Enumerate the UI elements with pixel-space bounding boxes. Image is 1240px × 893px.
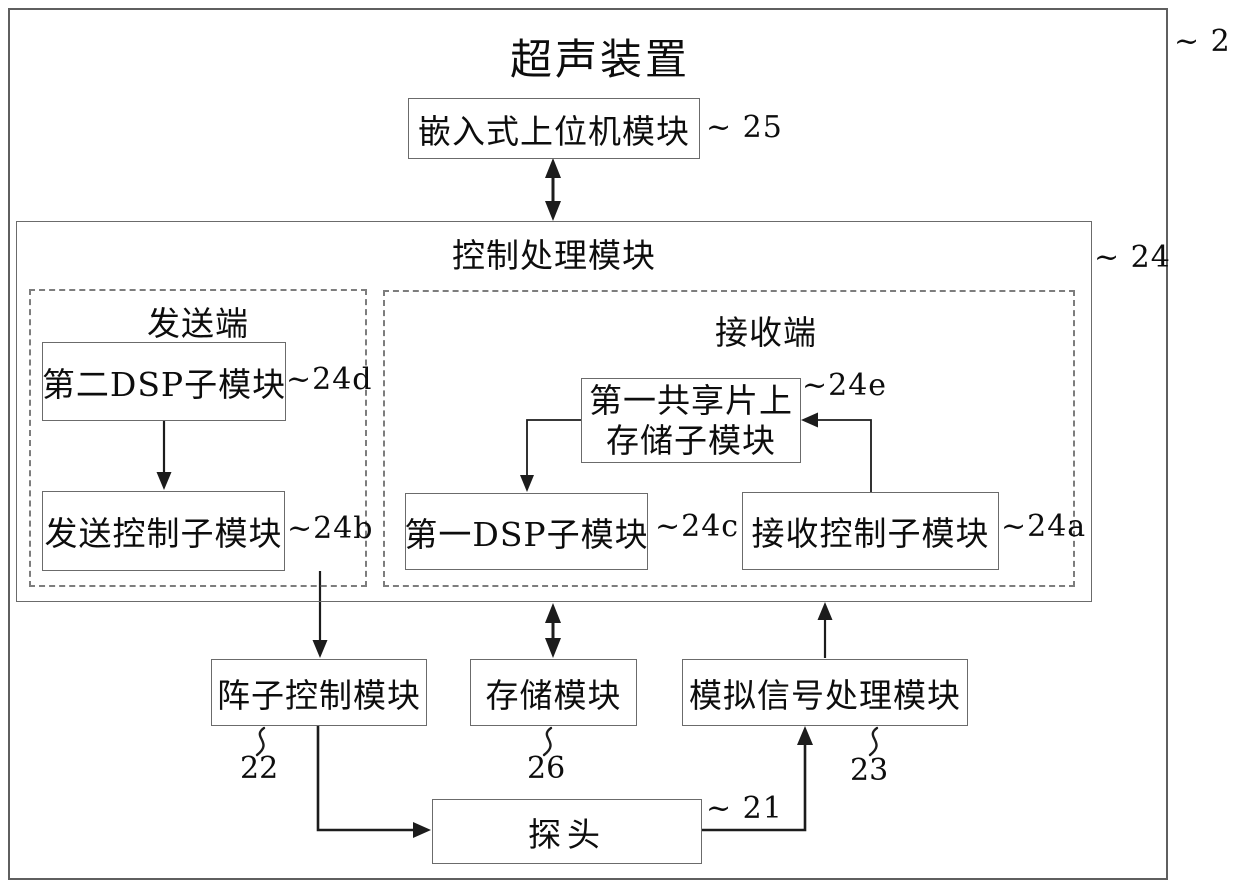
ref-23: 23: [850, 753, 889, 788]
ref-21: ~ 21: [706, 791, 783, 826]
ref-26: 26: [527, 751, 566, 786]
node-analog-signal-label: 模拟信号处理模块: [689, 675, 961, 715]
ref-24: ~ 24: [1094, 240, 1171, 275]
node-first-dsp-label: 第一DSP子模块: [404, 514, 649, 554]
node-receive-control-box: 接收控制子模块: [742, 492, 999, 570]
node-second-dsp-box: 第二DSP子模块: [42, 342, 286, 421]
node-first-dsp-box: 第一DSP子模块: [404, 493, 649, 570]
node-shared-memory-label-line1: 第一共享片上: [589, 380, 793, 420]
ref-24c: ~24c: [655, 509, 740, 544]
node-analog-signal-box: 模拟信号处理模块: [682, 659, 968, 726]
node-embedded-host-box: 嵌入式上位机模块: [408, 98, 700, 159]
node-control-processing-label: 控制处理模块: [452, 236, 656, 275]
group-receive-box: [383, 290, 1075, 587]
node-transmit-control-label: 发送控制子模块: [44, 514, 283, 553]
node-storage-module-label: 存储模块: [485, 675, 622, 715]
ref-25: ~ 25: [706, 110, 783, 145]
ref-device: ~ 2: [1174, 24, 1231, 59]
node-probe-label: 探头: [528, 814, 606, 854]
ref-24d: ~24d: [286, 362, 373, 397]
ref-24a: ~24a: [1001, 509, 1087, 544]
ref-24b: ~24b: [287, 511, 374, 546]
ref-24e: ~24e: [802, 368, 888, 403]
node-array-control-box: 阵子控制模块: [211, 659, 427, 726]
node-transmit-control-box: 发送控制子模块: [42, 491, 285, 571]
group-transmit-box: [29, 289, 367, 587]
ref-22: 22: [240, 751, 279, 786]
figure-title: 超声装置: [509, 35, 690, 84]
group-transmit-label: 发送端: [147, 304, 249, 343]
node-storage-module-box: 存储模块: [470, 659, 637, 726]
group-receive-label: 接收端: [715, 313, 817, 352]
node-shared-memory-box: 第一共享片上 存储子模块: [581, 378, 801, 463]
node-control-processing-box: [16, 221, 1092, 602]
node-embedded-host-label: 嵌入式上位机模块: [418, 111, 690, 151]
node-array-control-label: 阵子控制模块: [217, 675, 421, 715]
node-receive-control-label: 接收控制子模块: [751, 514, 990, 553]
node-probe-box: 探头: [432, 799, 702, 864]
node-second-dsp-label: 第二DSP子模块: [41, 364, 287, 404]
device-boundary-box: [8, 8, 1168, 880]
node-shared-memory-label-line2: 存储子模块: [606, 420, 776, 460]
